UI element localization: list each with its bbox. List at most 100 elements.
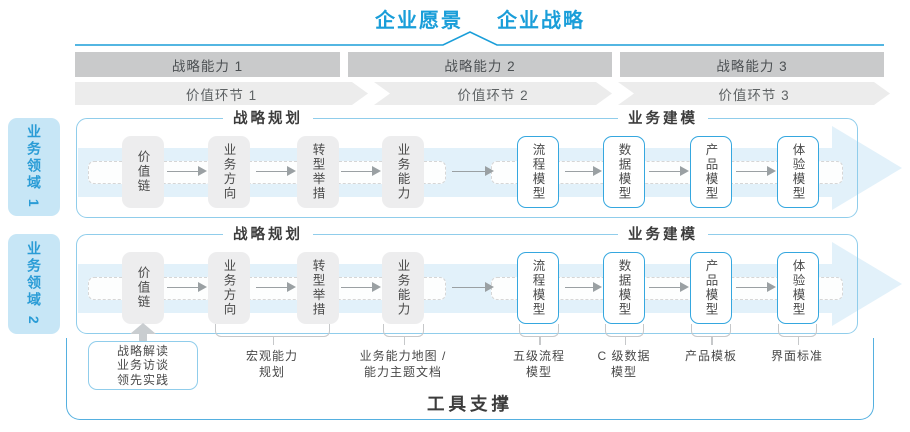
flow-arrow-icon [452, 282, 494, 293]
strategy-title: 企业战略 [497, 10, 585, 32]
node-process-model: 流程模型 [517, 136, 559, 208]
annotation-line: 模型 [610, 364, 638, 379]
node-experience-model: 体验模型 [777, 252, 819, 324]
domain-label-text: 业务领域 2 [26, 241, 42, 327]
diagram-title: 企业愿景 企业战略 [75, 4, 885, 33]
flow-arrow-icon [167, 282, 207, 293]
brace-process-model [519, 324, 559, 345]
node-label: 数据模型 [616, 143, 631, 201]
annotation-line: 规划 [258, 364, 286, 379]
annotation-line: 模型 [525, 364, 553, 379]
node-label: 数据模型 [616, 259, 631, 317]
annotation-line: 界面标准 [770, 349, 824, 363]
flow-arrow-icon [649, 166, 689, 177]
tool-support-container [66, 338, 874, 420]
annotation-ui-standard: 界面标准 [771, 349, 823, 365]
strategic-capability-label: 战略能力 2 [444, 58, 516, 74]
value-link-chevron-2: 价值环节 2 [374, 82, 612, 105]
strategic-capability-label: 战略能力 3 [716, 58, 788, 74]
node-value-chain: 价值链 [122, 252, 164, 324]
business-domain-1-label: 业务领域 1 [8, 118, 60, 216]
up-arrow-shaft [139, 333, 147, 342]
annotation-line: 业务能力地图 / [359, 349, 447, 363]
node-product-model: 产品模型 [690, 136, 732, 208]
annotation-line: 能力主题文档 [363, 364, 443, 379]
flow-arrow-icon [167, 166, 207, 177]
strategic-capability-bar-2: 战略能力 2 [348, 52, 612, 77]
annotation-line: C 级数据 [597, 349, 651, 363]
node-business-direction: 业务方向 [208, 252, 250, 324]
flow-arrow-icon [256, 282, 296, 293]
node-process-model: 流程模型 [517, 252, 559, 324]
strategic-capability-label: 战略能力 1 [171, 58, 244, 74]
node-experience-model: 体验模型 [777, 136, 819, 208]
node-label: 业务方向 [221, 259, 236, 317]
section-header-modeling: 业务建模 [618, 107, 708, 128]
flow-arrow-icon [452, 166, 494, 177]
planning-dashed-group [88, 161, 446, 184]
value-link-chevron-3: 价值环节 3 [618, 82, 890, 105]
node-product-model: 产品模型 [690, 252, 732, 324]
domain-2-flow-row: 价值链 业务方向 转型举措 业务能力 流程模型 数据模型 产品模型 体验模型 [76, 223, 902, 334]
flow-arrow-icon [341, 282, 381, 293]
strategic-capability-bar-1: 战略能力 1 [75, 52, 340, 77]
brace-capability-map [383, 324, 424, 345]
tool-support-title: 工具支撑 [427, 394, 513, 414]
node-label: 价值链 [135, 150, 150, 194]
node-data-model: 数据模型 [603, 252, 645, 324]
domain-1-flow-row: 价值链 业务方向 转型举措 业务能力 流程模型 数据模型 产品模型 体验模型 [76, 107, 902, 218]
node-value-chain: 价值链 [122, 136, 164, 208]
node-business-direction: 业务方向 [208, 136, 250, 208]
vision-title: 企业愿景 [375, 10, 463, 32]
node-label: 体验模型 [790, 143, 805, 201]
flow-arrow-icon [736, 166, 776, 177]
node-label: 业务能力 [395, 143, 410, 201]
value-link-label: 价值环节 2 [457, 87, 529, 103]
vision-pointer-line [75, 31, 884, 46]
up-arrow-icon [130, 323, 156, 334]
node-business-capability: 业务能力 [382, 252, 424, 324]
node-label: 产品模型 [703, 143, 718, 201]
flow-arrow-icon [736, 282, 776, 293]
flow-arrow-icon [649, 282, 689, 293]
annotation-product-template: 产品模板 [685, 349, 737, 365]
brace-macro-capability [215, 324, 330, 345]
section-header-planning: 战略规划 [223, 223, 313, 244]
node-data-model: 数据模型 [603, 136, 645, 208]
brace-data-model [605, 324, 644, 345]
annotation-data-model: C 级数据 模型 [597, 349, 650, 380]
brace-ui-standard [778, 324, 817, 345]
annotation-line: 五级流程 [512, 349, 566, 363]
node-transformation-initiatives: 转型举措 [297, 252, 339, 324]
value-link-label: 价值环节 1 [185, 87, 258, 103]
section-header-planning: 战略规划 [223, 107, 313, 128]
node-label: 业务能力 [395, 259, 410, 317]
flow-arrow-icon [565, 282, 602, 293]
practice-input-box: 战略解读 业务访谈 领先实践 [88, 341, 198, 390]
value-link-chevron-1: 价值环节 1 [75, 82, 368, 105]
practice-line: 领先实践 [116, 372, 169, 387]
node-transformation-initiatives: 转型举措 [297, 136, 339, 208]
practice-line: 战略解读 [116, 343, 169, 358]
node-label: 转型举措 [310, 259, 325, 317]
value-link-label: 价值环节 3 [718, 87, 790, 103]
brace-product-template [691, 324, 731, 345]
node-label: 业务方向 [221, 143, 236, 201]
strategic-capability-bar-3: 战略能力 3 [620, 52, 884, 77]
practice-line: 业务访谈 [116, 358, 169, 373]
domain-label-text: 业务领域 1 [26, 124, 42, 210]
node-label: 价值链 [135, 266, 150, 310]
annotation-line: 产品模板 [684, 349, 738, 363]
flow-arrow-icon [565, 166, 602, 177]
node-label: 体验模型 [790, 259, 805, 317]
annotation-line: 宏观能力 [245, 349, 299, 363]
annotation-process-model: 五级流程 模型 [513, 349, 565, 380]
node-label: 转型举措 [310, 143, 325, 201]
flow-arrow-icon [341, 166, 381, 177]
node-label: 产品模型 [703, 259, 718, 317]
node-business-capability: 业务能力 [382, 136, 424, 208]
annotation-capability-map: 业务能力地图 / 能力主题文档 [360, 349, 447, 380]
planning-dashed-group [88, 277, 446, 300]
section-header-modeling: 业务建模 [618, 223, 708, 244]
